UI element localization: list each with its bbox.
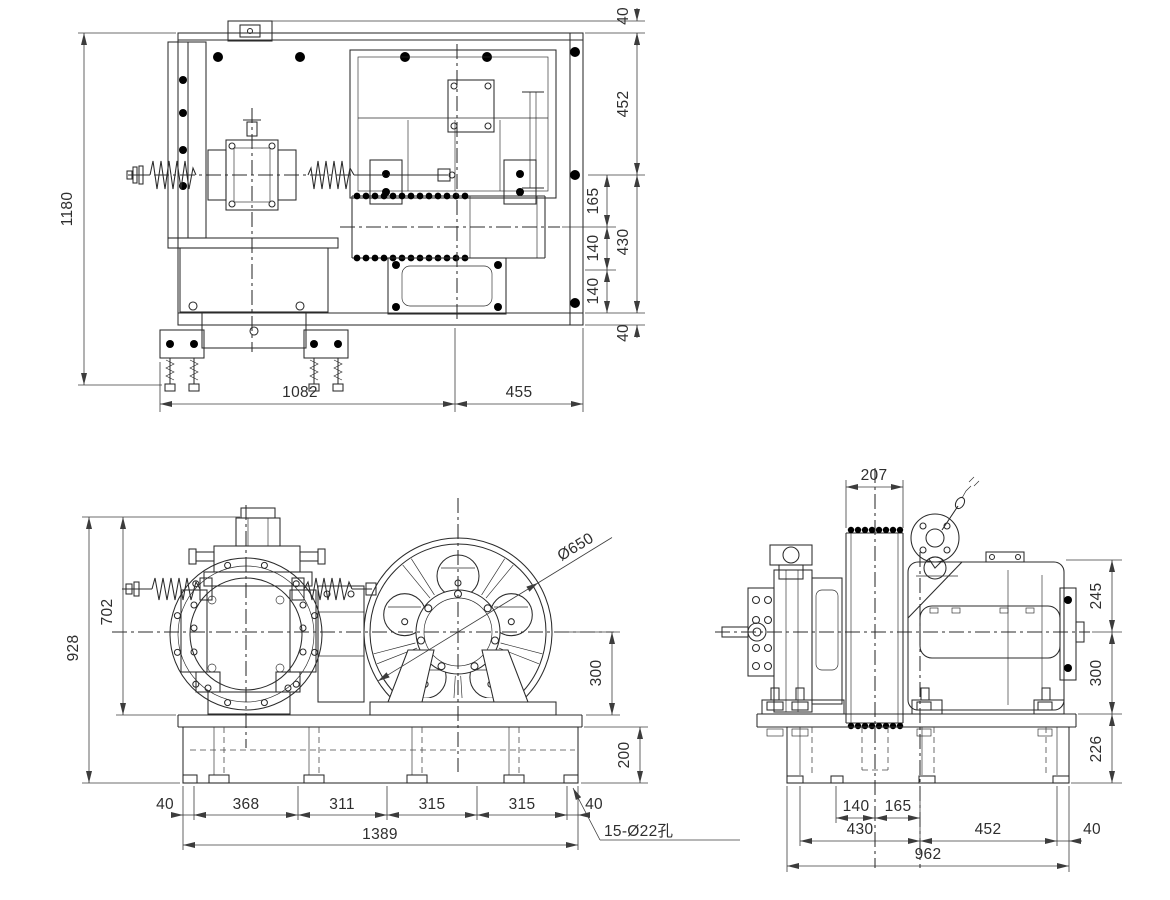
top-view <box>126 20 584 392</box>
dim-label-1082: 1082 <box>282 384 318 401</box>
dim-label-207: 207 <box>861 467 888 484</box>
dim-label-165: 165 <box>585 188 602 215</box>
dim-label-40-left: 40 <box>156 796 174 813</box>
dim-label-140-b: 140 <box>585 278 602 305</box>
dim-label-165-side: 165 <box>885 798 912 815</box>
dim-label-300-front: 300 <box>588 660 605 687</box>
dim-label-430-side: 430 <box>847 821 874 838</box>
dim-label-452-side: 452 <box>975 821 1002 838</box>
holes-note: 15-Ø22孔 <box>604 822 673 840</box>
dim-label-1180: 1180 <box>59 192 76 227</box>
top-view-dims: 1180 1082 455 40 452 430 40 165 140 140 <box>59 7 645 412</box>
dim-label-40-top: 40 <box>615 7 632 25</box>
dim-label-430: 430 <box>615 229 632 256</box>
front-view-dims: 928 702 Ø650 300 200 40 368 311 315 315 … <box>65 516 740 850</box>
dim-label-245: 245 <box>1088 583 1105 610</box>
dim-label-1389: 1389 <box>362 826 398 843</box>
dim-label-140-a: 140 <box>585 235 602 262</box>
dim-label-315-b: 315 <box>509 796 536 813</box>
dim-label-226: 226 <box>1088 736 1105 763</box>
dim-label-140-side: 140 <box>843 798 870 815</box>
side-view <box>715 468 1090 868</box>
dim-label-315-a: 315 <box>419 796 446 813</box>
dim-label-40-right: 40 <box>585 796 603 813</box>
dim-label-928: 928 <box>65 635 82 662</box>
dim-label-200: 200 <box>616 742 633 769</box>
dim-label-40-bottom: 40 <box>615 324 632 342</box>
dim-label-311: 311 <box>329 796 355 813</box>
dim-label-702: 702 <box>99 599 116 626</box>
dim-label-455: 455 <box>506 384 533 401</box>
dim-label-452: 452 <box>615 91 632 118</box>
dim-label-300-side: 300 <box>1088 660 1105 687</box>
dim-label-962: 962 <box>915 846 942 863</box>
dim-label-40-side: 40 <box>1083 821 1101 838</box>
dim-label-368: 368 <box>233 796 260 813</box>
front-view <box>112 498 614 784</box>
side-view-dims: 207 245 300 226 140 165 430 452 40 962 <box>786 467 1122 872</box>
